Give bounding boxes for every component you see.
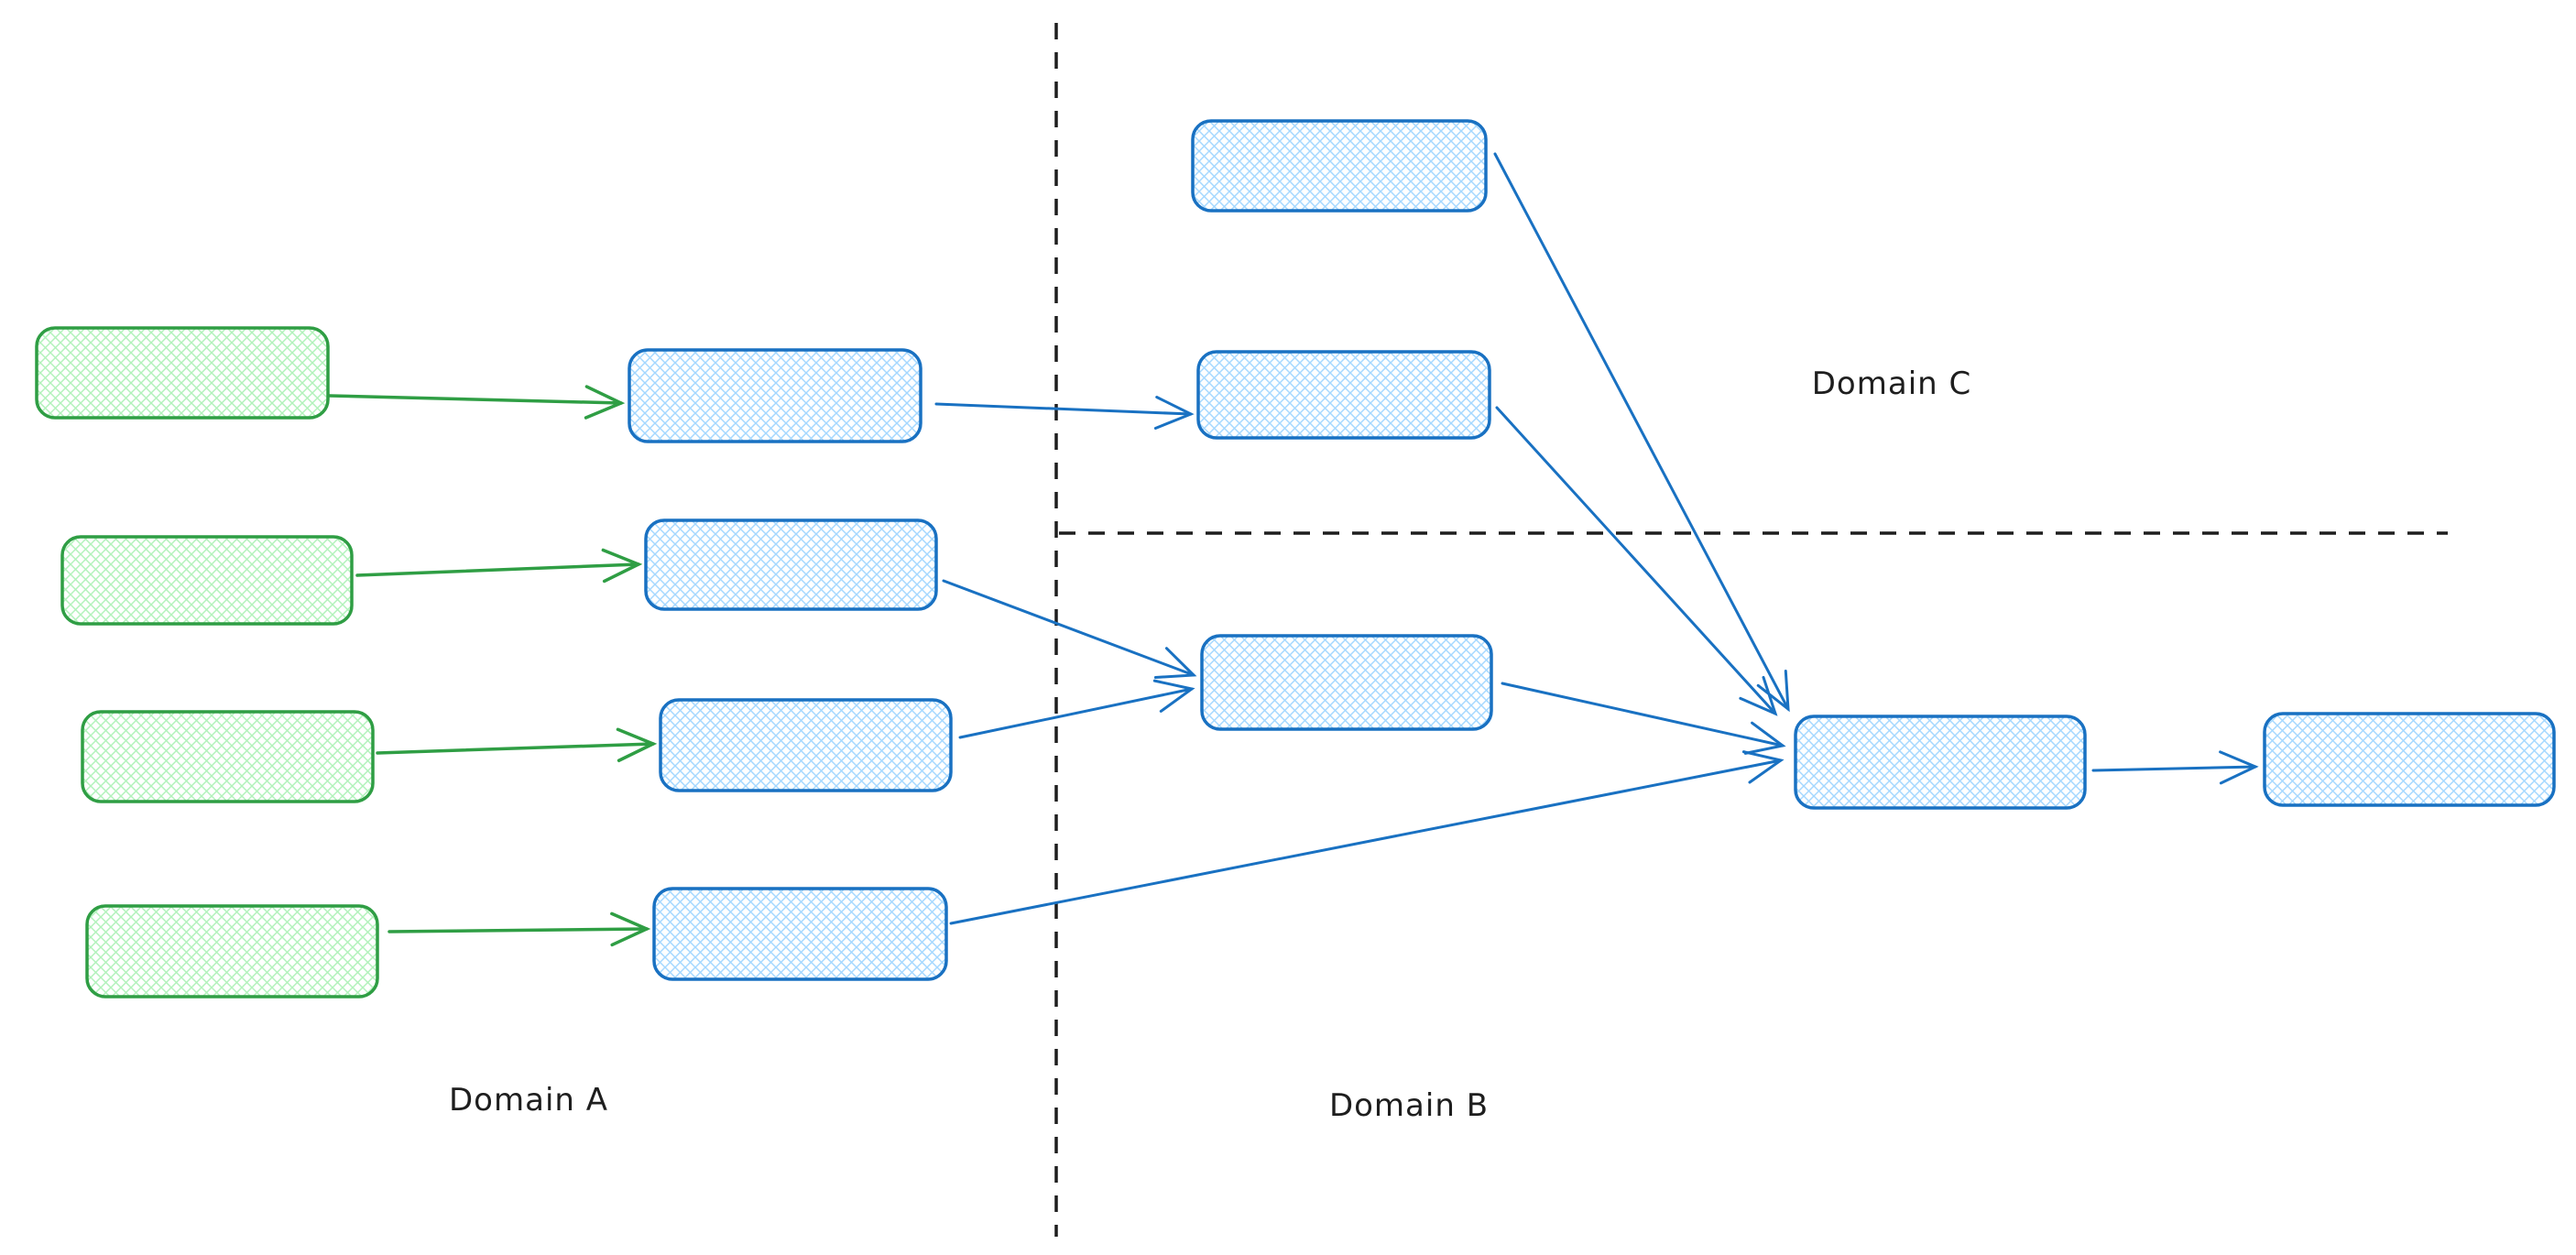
node-a2[interactable] bbox=[644, 518, 938, 611]
node-a1[interactable] bbox=[628, 348, 922, 443]
node-output[interactable] bbox=[2263, 712, 2556, 807]
domain-b-label: Domain B bbox=[1329, 1087, 1489, 1124]
node-b1[interactable] bbox=[1196, 350, 1491, 440]
arrow-ctop-to-hub bbox=[1493, 152, 1790, 713]
arrow-hub-to-output bbox=[2091, 750, 2259, 785]
arrow-green1-to-a1 bbox=[328, 385, 626, 420]
node-green-1[interactable] bbox=[35, 326, 330, 420]
arrow-b2-to-hub bbox=[1501, 682, 1786, 755]
node-green-4[interactable] bbox=[85, 904, 379, 999]
arrow-green2-to-a2 bbox=[355, 548, 643, 584]
node-b2[interactable] bbox=[1200, 634, 1493, 731]
node-a3[interactable] bbox=[659, 698, 953, 792]
node-green-3[interactable] bbox=[81, 710, 375, 803]
arrow-a4-to-hub bbox=[949, 750, 1785, 925]
domain-c-label: Domain C bbox=[1812, 366, 1971, 402]
arrow-a2-to-b2 bbox=[942, 579, 1197, 679]
node-c-top[interactable] bbox=[1191, 119, 1488, 213]
arrow-b1-to-hub bbox=[1495, 406, 1778, 716]
arrow-a1-to-b1 bbox=[934, 396, 1195, 430]
arrow-green3-to-a3 bbox=[376, 727, 658, 763]
arrow-green4-to-a4 bbox=[387, 911, 651, 947]
domain-a-label: Domain A bbox=[449, 1082, 608, 1119]
arrow-a3-to-b2 bbox=[958, 679, 1195, 739]
node-a4[interactable] bbox=[652, 887, 948, 981]
node-green-2[interactable] bbox=[60, 535, 354, 626]
node-hub[interactable] bbox=[1794, 715, 2087, 810]
